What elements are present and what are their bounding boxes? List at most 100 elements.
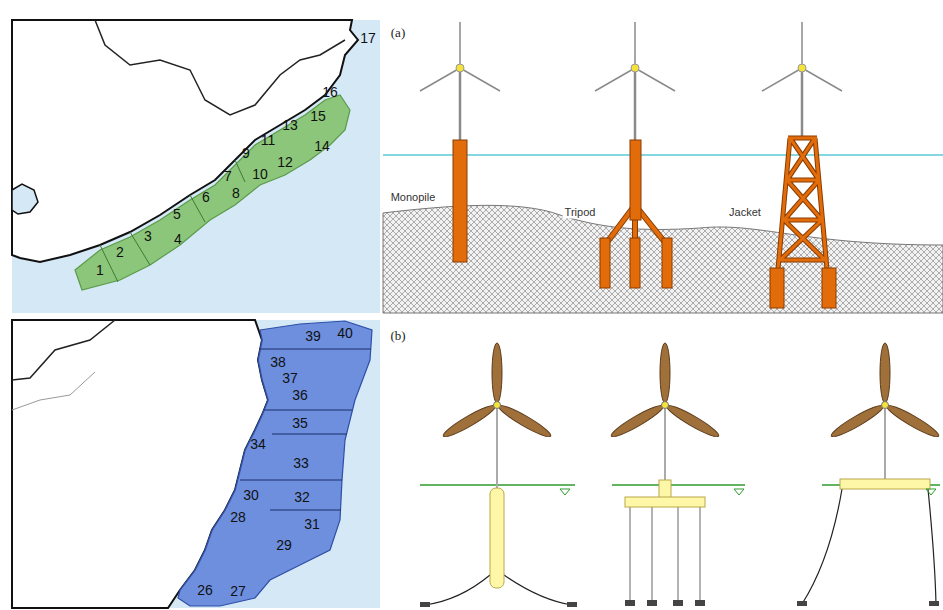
fixed-foundations-part [634,68,637,140]
zone-number: 35 [292,416,308,430]
floating-foundations-part [802,489,936,604]
floating-foundations-part-part [880,343,890,403]
zone-number: 15 [310,109,326,123]
zone-number: 12 [277,155,293,169]
map-south-part [12,320,115,380]
fixed-foundations-part [798,64,806,72]
floating-foundations-part [567,602,577,607]
fixed-foundations-part [762,22,842,91]
fixed-foundations-part [662,238,672,288]
floating-foundations-part [420,602,430,607]
zone-number: 2 [116,245,124,259]
zone-number: 13 [282,118,298,132]
fixed-foundations-part [630,238,640,288]
floating-foundations-part [929,601,939,606]
floating-foundations-part-part [609,402,666,441]
floating-foundations-part [673,600,683,606]
foundation-label: Jacket [727,206,763,219]
floating-foundations-part [494,402,501,409]
floating-foundations-part [829,343,941,440]
zone-number: 29 [276,538,292,552]
floating-foundations-part [490,488,504,588]
floating-foundations [420,343,941,607]
floating-foundations-part [625,600,635,606]
floating-foundations-part [496,405,498,490]
map-north-part [100,160,245,282]
foundation-label: Monopile [389,191,438,204]
fixed-foundations-part [600,238,610,288]
floating-foundations-part-part [664,402,721,441]
zone-number: 7 [224,169,232,183]
fixed-foundations [383,22,943,313]
map-north-part [12,20,380,313]
floating-foundations-part [664,405,666,482]
floating-foundations-part-part [829,402,886,441]
floating-foundations-part [797,601,807,606]
floating-foundations-part-part [660,343,670,403]
floating-foundations-part [441,343,553,440]
floating-foundations-part-part [496,402,553,441]
floating-foundations-part [695,600,705,606]
map-north [12,20,380,313]
floating-foundations-part [630,507,700,600]
zone-number: 14 [314,139,330,153]
zone-number: 40 [337,326,353,340]
panel-label: (b) [390,329,405,342]
fixed-foundations-part [459,68,462,140]
fixed-foundations-part [777,138,828,280]
floating-foundations-part-part [441,402,498,441]
map-south [12,320,380,608]
zone-number: 26 [197,583,213,597]
floating-foundations-part [840,479,930,489]
zone-number: 4 [174,232,182,246]
map-south-part [12,372,95,410]
zone-number: 28 [230,510,246,524]
zone-number: 27 [230,584,246,598]
zone-number: 9 [242,146,250,160]
zone-number: 1 [96,263,104,277]
fixed-foundations-part [631,64,639,72]
fixed-foundations-part [630,140,641,220]
zone-number: 5 [173,207,181,221]
floating-foundations-part [647,600,657,606]
zone-number: 10 [252,167,268,181]
panel-label: (a) [391,26,405,39]
zone-number: 33 [293,456,309,470]
zone-number: 36 [292,388,308,402]
zone-number: 16 [322,85,338,99]
fixed-foundations-part [770,268,784,308]
zone-number: 31 [304,517,320,531]
floating-foundations-part [884,405,886,480]
zone-number: 3 [144,229,152,243]
map-north-part [12,184,38,214]
fixed-foundations-part [777,138,828,280]
zone-number: 30 [243,488,259,502]
map-south-part [178,321,372,606]
floating-foundations-part [882,402,889,409]
fixed-foundations-part [453,140,467,262]
map-north-part [95,20,345,115]
fixed-foundations-part [595,22,675,91]
zone-number: 37 [282,371,298,385]
zone-number: 11 [261,133,276,147]
foundation-label: Tripod [563,206,598,219]
zone-number: 17 [360,31,376,45]
floating-foundations-part [612,484,745,486]
floating-foundations-part [662,402,669,409]
zone-number: 32 [294,490,310,504]
zone-number: 38 [270,355,286,369]
fixed-foundations-part [456,64,464,72]
fixed-foundations-part [822,268,836,308]
zone-number: 39 [305,329,321,343]
floating-foundations-part [625,497,705,507]
floating-foundations-part [560,489,936,495]
fixed-foundations-part [420,22,500,91]
zone-number: 34 [250,437,266,451]
map-south-part [12,320,380,608]
map-north-part [75,95,350,290]
floating-foundations-part-part [492,343,502,403]
zone-number: 8 [232,186,240,200]
